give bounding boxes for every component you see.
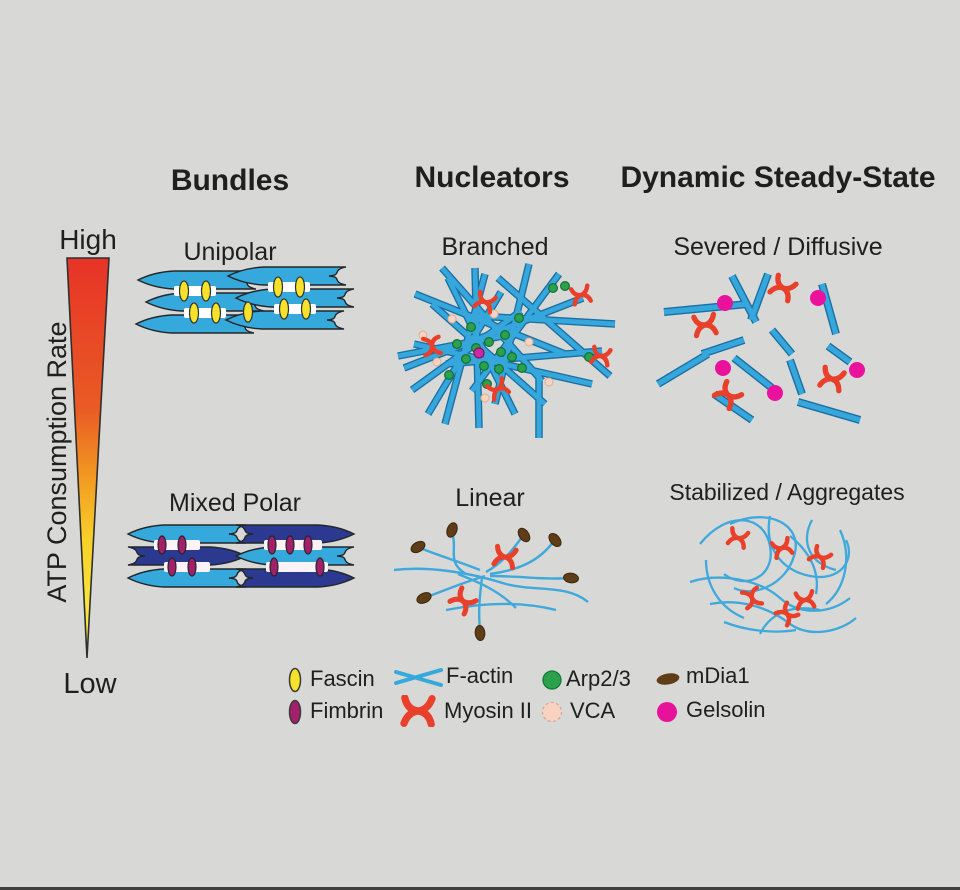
gelsolin-particle (473, 347, 485, 359)
column-header-nucleators: Nucleators (414, 161, 570, 194)
panel-label-branched: Branched (441, 233, 549, 261)
column-header-bundles: Bundles (170, 164, 290, 197)
gelsolin-particles (715, 290, 865, 401)
bottom-border (0, 887, 960, 890)
legend-label-fascin: Fascin (310, 666, 375, 691)
atp-axis-label: ATP Consumption Rate (42, 321, 72, 603)
fimbrin-icon (288, 699, 302, 725)
panel-label-stabilized-aggregates: Stabilized / Aggregates (669, 479, 905, 505)
actin-fragments (656, 273, 861, 423)
mdia1-formins (410, 522, 579, 641)
fascin-crosslinkers (174, 276, 316, 324)
f-actin-icon (394, 668, 443, 687)
branched-network-illustration (397, 263, 616, 438)
myosin-ii-icon (394, 695, 444, 727)
actin-filaments (127, 524, 355, 588)
panel-label-mixed-polar: Mixed Polar (169, 489, 301, 517)
actin-filaments (135, 266, 355, 334)
legend-label-gelsolin: Gelsolin (686, 697, 766, 722)
actin-tangle (689, 515, 857, 635)
panel-label-unipolar: Unipolar (183, 238, 277, 266)
legend-label-arp23: Arp2/3 (566, 666, 631, 691)
legend-label-fimbrin: Fimbrin (310, 698, 384, 723)
mixed-polar-illustration (127, 524, 355, 588)
column-header-dynamic-steady-state: Dynamic Steady-State (620, 161, 936, 194)
legend-label-myosin-ii: Myosin II (444, 698, 533, 723)
atp-high-label: High (59, 224, 117, 255)
arp23-branch-points (443, 281, 595, 389)
severed-diffusive-illustration (656, 262, 865, 424)
panel-label-severed-diffusive: Severed / Diffusive (673, 233, 883, 261)
legend-label-vca: VCA (570, 698, 616, 723)
arp23-icon (542, 670, 562, 690)
vca-icon (541, 701, 563, 723)
gelsolin-icon (657, 702, 677, 722)
legend-label-mdia1: mDia1 (686, 663, 750, 688)
fimbrin-crosslinkers (154, 535, 328, 577)
atp-gradient-arrow (66, 257, 110, 659)
stabilized-aggregates-illustration (689, 515, 857, 635)
atp-low-label: Low (63, 668, 117, 700)
fascin-icon (288, 667, 302, 693)
linear-illustration (393, 522, 589, 641)
unipolar-illustration (135, 266, 355, 334)
legend-label-f-actin: F-actin (446, 663, 514, 688)
mdia1-icon (656, 673, 680, 685)
panel-label-linear: Linear (455, 484, 525, 512)
